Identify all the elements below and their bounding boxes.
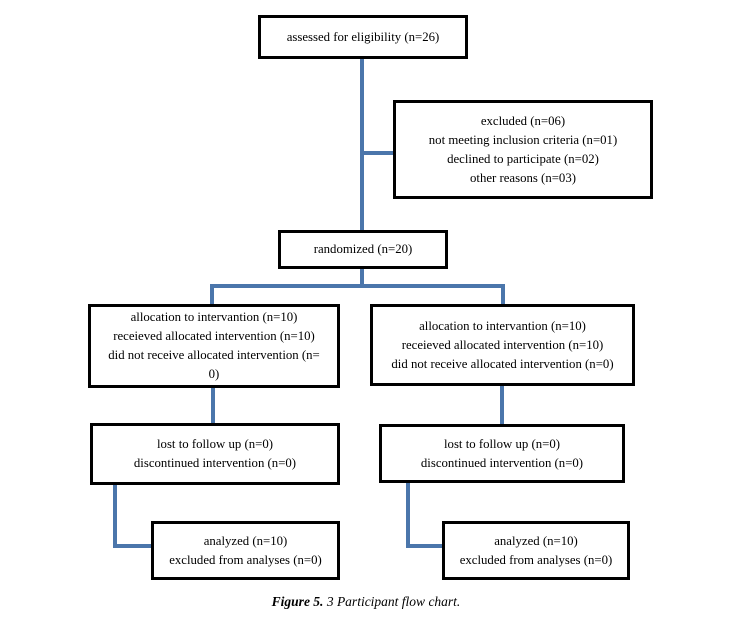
box-line: did not receive allocated intervention (…	[108, 348, 320, 362]
analyzed-left-box: analyzed (n=10) excluded from analyses (n…	[151, 521, 340, 580]
box-line: did not receive allocated intervention (…	[391, 356, 614, 371]
randomized-box: randomized (n=20)	[278, 230, 448, 269]
connector-followup-left-elbow-vertical	[113, 483, 117, 548]
box-line: allocation to intervantion (n=10)	[130, 310, 298, 324]
box-line: lost to follow up (n=0)	[157, 437, 273, 451]
figure-caption-text: 3 Participant flow chart.	[326, 594, 461, 609]
connector-randomized-to-split	[360, 268, 364, 288]
box-line: excluded from analyses (n=0)	[459, 552, 613, 567]
connector-followup-left-elbow-horizontal	[113, 544, 153, 548]
box-line: not meeting inclusion criteria (n=01)	[428, 132, 618, 147]
allocation-left-box: allocation to intervantion (n=10) receiev…	[88, 304, 340, 388]
box-line: discontinued intervention (n=0)	[133, 456, 297, 470]
box-line: lost to follow up (n=0)	[444, 436, 560, 451]
box-line: declined to participate (n=02)	[447, 151, 599, 166]
connector-branch-to-excluded	[360, 151, 395, 155]
figure-caption: Figure 5. 3 Participant flow chart.	[0, 594, 732, 610]
figure-caption-number: Figure 5.	[271, 594, 324, 609]
box-line: other reasons (n=03)	[469, 170, 576, 185]
connector-split-to-allocation-left	[210, 284, 214, 306]
connector-allocation-right-to-followup-right	[500, 384, 504, 426]
box-line: 0)	[208, 367, 220, 381]
box-line: allocation to intervantion (n=10)	[419, 318, 586, 333]
connector-split-to-allocation-right	[501, 284, 505, 306]
box-line: assessed for eligibility (n=26)	[286, 29, 440, 44]
assessed-for-eligibility-box: assessed for eligibility (n=26)	[258, 15, 468, 59]
excluded-box: excluded (n=06) not meeting inclusion cri…	[393, 100, 653, 199]
allocation-right-box: allocation to intervantion (n=10) receiev…	[370, 304, 635, 386]
connector-split-horizontal	[210, 284, 505, 288]
analyzed-right-box: analyzed (n=10) excluded from analyses (n…	[442, 521, 630, 580]
box-line: excluded from analyses (n=0)	[169, 552, 322, 567]
box-line: analyzed (n=10)	[494, 533, 578, 548]
connector-followup-right-elbow-horizontal	[406, 544, 444, 548]
connector-assessed-to-randomized	[360, 59, 364, 232]
connector-followup-right-elbow-vertical	[406, 481, 410, 548]
box-line: randomized (n=20)	[313, 242, 413, 256]
box-line: excluded (n=06)	[480, 113, 566, 128]
followup-right-box: lost to follow up (n=0) discontinued inte…	[379, 424, 625, 483]
box-line: discontinued intervention (n=0)	[420, 455, 584, 470]
followup-left-box: lost to follow up (n=0) discontinued inte…	[90, 423, 340, 485]
connector-allocation-left-to-followup-left	[211, 386, 215, 425]
box-line: analyzed (n=10)	[203, 533, 288, 548]
box-line: receieved allocated intervention (n=10)	[401, 337, 604, 352]
box-line: receieved allocated intervention (n=10)	[113, 329, 315, 343]
